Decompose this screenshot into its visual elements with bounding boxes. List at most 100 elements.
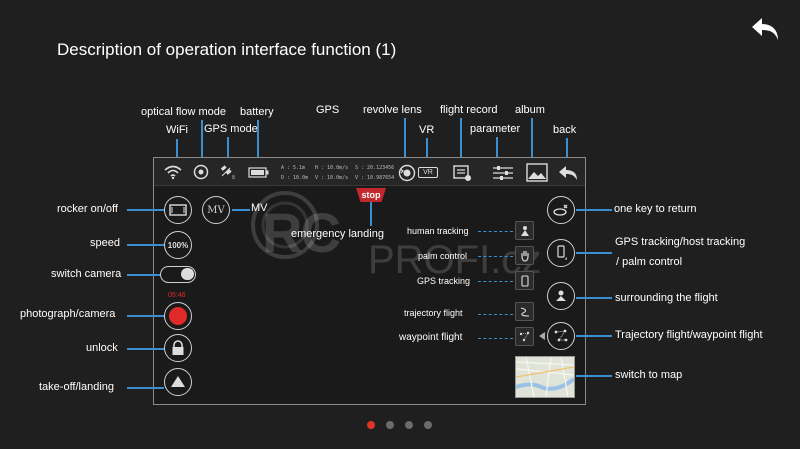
label-palm-control: palm control <box>418 251 468 261</box>
watermark-profi: PROFI.cz <box>368 238 542 282</box>
label-trajectory-flight: trajectory flight <box>404 308 463 318</box>
connector <box>478 281 513 282</box>
connector <box>478 338 513 339</box>
gps-host-tracking-button[interactable] <box>547 239 575 267</box>
app-screen <box>153 157 586 405</box>
connector <box>460 118 462 161</box>
record-timer: 05:46 <box>168 292 186 299</box>
label-gps-tracking-inner: GPS tracking <box>417 276 471 286</box>
label-back: back <box>553 124 577 136</box>
human-tracking-button[interactable] <box>515 221 534 240</box>
connector <box>576 209 612 211</box>
waypoint-flight-button[interactable] <box>515 327 534 346</box>
battery-icon <box>248 167 269 178</box>
label-switch-map: switch to map <box>615 369 683 381</box>
connector <box>127 209 164 211</box>
gps-phone-icon <box>520 274 529 287</box>
wifi-icon <box>164 165 182 180</box>
waypoint-icon <box>519 331 529 341</box>
one-key-return-button[interactable] <box>547 196 575 224</box>
connector <box>576 335 612 337</box>
map-icon <box>515 356 576 398</box>
label-parameter: parameter <box>470 123 521 135</box>
mv-annotation: MV <box>251 202 268 214</box>
label-palm-control-sub: / palm control <box>616 256 683 268</box>
lock-icon <box>172 340 184 355</box>
connector <box>257 120 259 161</box>
connector <box>201 120 203 161</box>
connector <box>576 252 612 254</box>
label-gps-mode: GPS mode <box>204 123 258 135</box>
toggle-knob <box>181 268 194 280</box>
label-waypoint-flight: waypoint flight <box>399 332 463 343</box>
revolve-lens-icon[interactable] <box>398 164 416 182</box>
emergency-landing-label: emergency landing <box>291 228 384 240</box>
label-photo-camera: photograph/camera <box>20 308 116 320</box>
connector <box>127 274 160 276</box>
parameter-icon[interactable] <box>492 166 514 180</box>
takeoff-arrow-icon <box>171 376 185 387</box>
speed-button[interactable]: 100% <box>164 231 192 259</box>
connector <box>227 137 229 161</box>
trajectory-flight-button[interactable] <box>515 302 534 321</box>
optical-flow-icon <box>193 164 209 180</box>
return-home-icon <box>553 204 568 216</box>
connector <box>127 348 164 350</box>
label-album: album <box>515 104 545 116</box>
label-trajectory-waypoint: Trajectory flight/waypoint flight <box>615 329 763 341</box>
page-dot-2[interactable] <box>386 421 394 429</box>
back-arrow-icon[interactable] <box>748 14 782 44</box>
connector <box>232 209 250 211</box>
trajectory-icon <box>520 306 529 317</box>
album-icon[interactable] <box>526 163 548 182</box>
connector <box>426 138 428 161</box>
watermark-rc: RC <box>262 201 341 264</box>
page-dot-4[interactable] <box>424 421 432 429</box>
palm-control-button[interactable] <box>515 246 534 265</box>
vr-button[interactable]: VR <box>418 167 438 178</box>
connector <box>404 118 406 161</box>
surrounding-flight-button[interactable] <box>547 282 575 310</box>
page-dot-1[interactable] <box>367 421 375 429</box>
label-optical-flow-mode: optical flow mode <box>141 106 226 118</box>
readout-h: H : 10.0m/s <box>315 165 349 171</box>
back-icon[interactable] <box>557 164 579 182</box>
readout-d: D : 10.0m <box>281 175 309 181</box>
label-switch-camera: switch camera <box>51 268 122 280</box>
label-human-tracking: human tracking <box>407 226 469 236</box>
watermark-logo <box>251 191 319 259</box>
readout-v: V : 10.0m/s <box>315 175 349 181</box>
satellite-icon <box>220 165 232 177</box>
page-title: Description of operation interface funct… <box>57 40 397 59</box>
mv-button[interactable]: MV <box>202 196 230 224</box>
readout-a: A : 5.1m <box>281 165 306 171</box>
takeoff-landing-button[interactable] <box>164 368 192 396</box>
connector <box>127 244 164 246</box>
flight-record-icon[interactable] <box>452 163 472 182</box>
map-thumbnail-button[interactable] <box>515 356 576 398</box>
connector <box>478 314 513 315</box>
label-takeoff-landing: take-off/landing <box>39 381 115 393</box>
rocker-toggle-button[interactable] <box>164 196 192 224</box>
connector <box>127 315 164 317</box>
person-icon <box>520 225 529 236</box>
label-unlock: unlock <box>86 342 118 354</box>
record-button[interactable] <box>164 302 192 330</box>
connector <box>576 375 612 377</box>
phone-tracking-icon <box>557 245 567 260</box>
trajectory-waypoint-button[interactable] <box>547 322 575 350</box>
label-rocker: rocker on/off <box>57 203 118 215</box>
unlock-button[interactable] <box>164 334 192 362</box>
switch-camera-toggle[interactable] <box>160 266 196 283</box>
record-dot-icon <box>169 307 187 325</box>
page-dot-3[interactable] <box>405 421 413 429</box>
stop-button[interactable]: stop <box>356 188 386 202</box>
connector <box>370 202 372 226</box>
label-wifi: WiFi <box>166 124 188 136</box>
surround-person-icon <box>556 290 566 301</box>
expand-arrow-icon[interactable] <box>538 332 546 340</box>
gps-tracking-button[interactable] <box>515 271 534 290</box>
readout-v2: V : 10.987654 <box>355 175 395 181</box>
connector <box>531 118 533 161</box>
label-revolve-lens: revolve lens <box>363 104 422 116</box>
